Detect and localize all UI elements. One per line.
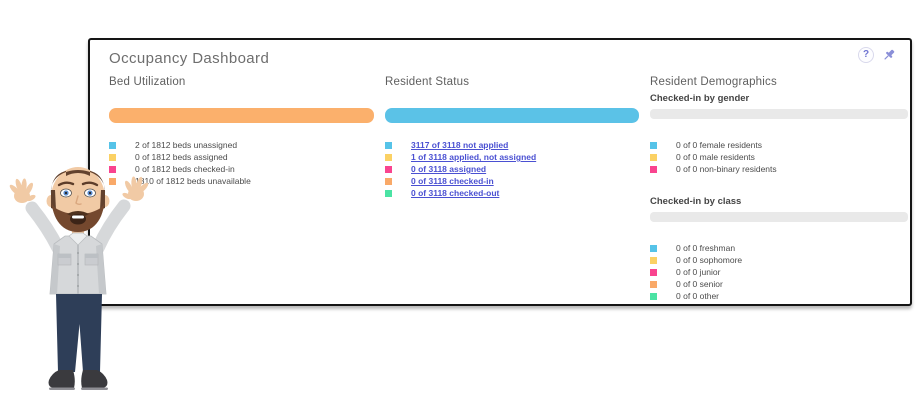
legend-swatch: [650, 153, 657, 161]
checked-in-by-class-subheader: Checked-in by class: [650, 196, 742, 207]
legend-label: 0 of 0 non-binary residents: [676, 164, 777, 174]
legend-swatch: [650, 292, 657, 300]
legend-swatch: [109, 153, 116, 161]
legend-label: 2 of 1812 beds unassigned: [135, 140, 238, 150]
legend-swatch: [385, 177, 392, 185]
legend-swatch: [650, 256, 657, 264]
legend-item: 0 of 0 male residents: [650, 151, 908, 163]
legend-label: 0 of 0 freshman: [676, 243, 736, 253]
left-hand: [9, 178, 36, 203]
legend-swatch: [385, 165, 392, 173]
right-hand: [122, 176, 149, 201]
resident-demographics-header: Resident Demographics: [650, 76, 777, 88]
legend-item: 0 of 0 female residents: [650, 139, 908, 151]
legend-item: 0 of 0 other: [650, 290, 908, 302]
legend-swatch: [109, 165, 116, 173]
legend-item: 1 of 3118 applied, not assigned: [385, 151, 639, 163]
legend-item: 0 of 0 freshman: [650, 242, 908, 254]
resident-status-legend: 3117 of 3118 not applied 1 of 3118 appli…: [385, 139, 639, 199]
class-legend: 0 of 0 freshman 0 of 0 sophomore 0 of 0 …: [650, 242, 908, 302]
status-link-checked-in[interactable]: 0 of 3118 checked-in: [411, 176, 494, 186]
occupancy-dashboard-card: Occupancy Dashboard ? Bed Utilization 2 …: [88, 38, 912, 306]
status-link-applied-not-assigned[interactable]: 1 of 3118 applied, not assigned: [411, 152, 537, 162]
legend-swatch: [650, 268, 657, 276]
gender-legend: 0 of 0 female residents 0 of 0 male resi…: [650, 139, 908, 175]
bed-utilization-header: Bed Utilization: [109, 76, 186, 88]
legend-swatch: [650, 280, 657, 288]
legend-label: 0 of 0 other: [676, 291, 720, 301]
legend-item: 1810 of 1812 beds unavailable: [109, 175, 374, 187]
legend-swatch: [650, 165, 657, 173]
status-link-checked-out[interactable]: 0 of 3118 checked-out: [411, 188, 500, 198]
bed-utilization-section: Bed Utilization 2 of 1812 beds unassigne…: [109, 76, 374, 187]
resident-status-bar[interactable]: [385, 108, 639, 123]
legend-item: 0 of 3118 checked-out: [385, 187, 639, 199]
help-icon[interactable]: ?: [858, 47, 874, 63]
gender-bar: [650, 109, 908, 119]
legend-swatch: [650, 141, 657, 149]
legend-item: 0 of 3118 assigned: [385, 163, 639, 175]
status-link-assigned[interactable]: 0 of 3118 assigned: [411, 164, 487, 174]
legend-label: 0 of 1812 beds checked-in: [135, 164, 235, 174]
legend-item: 0 of 1812 beds assigned: [109, 151, 374, 163]
legend-label: 0 of 0 senior: [676, 279, 723, 289]
card-actions: ?: [858, 47, 897, 63]
legend-swatch: [109, 177, 116, 185]
page-title: Occupancy Dashboard: [109, 50, 270, 67]
resident-status-section: Resident Status 3117 of 3118 not applied…: [385, 76, 639, 199]
legend-swatch: [650, 244, 657, 252]
legend-item: 0 of 0 junior: [650, 266, 908, 278]
legend-item: 0 of 1812 beds checked-in: [109, 163, 374, 175]
legend-label: 0 of 1812 beds assigned: [135, 152, 228, 162]
legend-item: 0 of 0 sophomore: [650, 254, 908, 266]
legend-swatch: [385, 189, 392, 197]
bed-utilization-bar[interactable]: [109, 108, 374, 123]
legend-item: 2 of 1812 beds unassigned: [109, 139, 374, 151]
legend-item: 0 of 3118 checked-in: [385, 175, 639, 187]
status-link-not-applied[interactable]: 3117 of 3118 not applied: [411, 140, 509, 150]
bed-utilization-legend: 2 of 1812 beds unassigned 0 of 1812 beds…: [109, 139, 374, 187]
class-bar: [650, 212, 908, 222]
resident-status-header: Resident Status: [385, 76, 470, 88]
pin-icon[interactable]: [881, 47, 897, 63]
checked-in-by-gender-subheader: Checked-in by gender: [650, 93, 750, 104]
legend-label: 1810 of 1812 beds unavailable: [135, 176, 251, 186]
legend-swatch: [385, 141, 392, 149]
resident-demographics-section: Resident Demographics Checked-in by gend…: [650, 76, 908, 302]
legend-label: 0 of 0 male residents: [676, 152, 755, 162]
presenter-character-illustration: [2, 152, 170, 400]
legend-label: 0 of 0 junior: [676, 267, 721, 277]
legend-swatch: [385, 153, 392, 161]
legend-swatch: [109, 141, 116, 149]
legend-item: 0 of 0 non-binary residents: [650, 163, 908, 175]
legend-label: 0 of 0 sophomore: [676, 255, 743, 265]
legend-item: 0 of 0 senior: [650, 278, 908, 290]
legend-label: 0 of 0 female residents: [676, 140, 762, 150]
legend-item: 3117 of 3118 not applied: [385, 139, 639, 151]
